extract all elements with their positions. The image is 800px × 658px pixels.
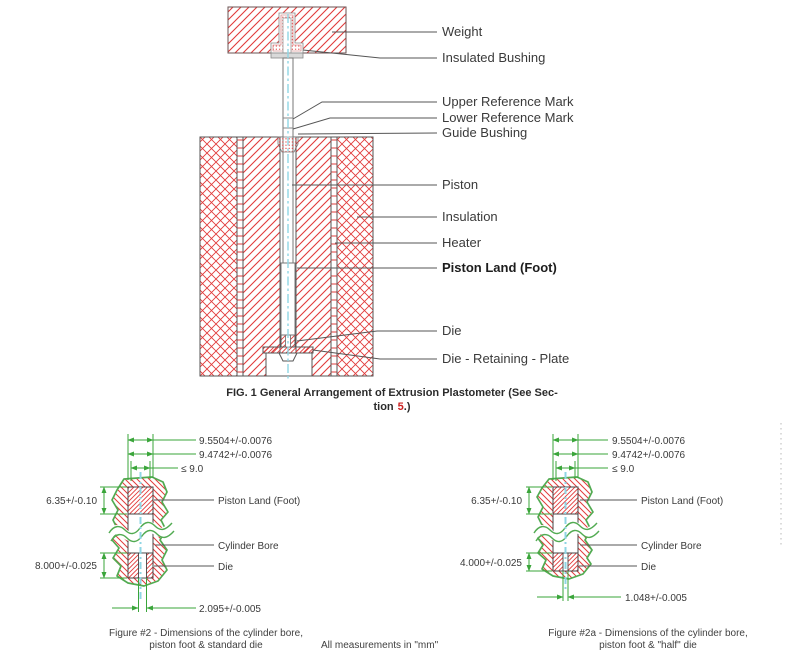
- fig2-caption-line2: piston foot & standard die: [149, 640, 263, 651]
- fig2-label-cylinder-bore: Cylinder Bore: [218, 541, 279, 552]
- label-die: Die: [442, 323, 462, 338]
- fig2a-dim-orifice: 1.048+/-0.005: [625, 593, 687, 604]
- fig2-diagram: 9.5504+/-0.0076 9.4742+/-0.0076 ≤ 9.0 6.…: [35, 434, 303, 651]
- fig2-caption-line1: Figure #2 - Dimensions of the cylinder b…: [109, 628, 303, 639]
- fig1-leader-lines: [292, 31, 438, 360]
- fig2-dimension-lines: [100, 434, 196, 612]
- label-insulation: Insulation: [442, 209, 498, 224]
- heater-right: [330, 136, 338, 377]
- fig1-caption-line1: FIG. 1 General Arrangement of Extrusion …: [226, 387, 558, 399]
- fig2a-dimension-lines: [526, 434, 621, 601]
- label-piston-land: Piston Land (Foot): [442, 260, 557, 275]
- fig1-labels: Weight Insulated Bushing Upper Reference…: [442, 24, 574, 366]
- label-piston: Piston: [442, 177, 478, 192]
- fig2-label-piston-land: Piston Land (Foot): [218, 496, 300, 507]
- fig2a-dim-piston: ≤ 9.0: [612, 464, 635, 475]
- fig2-leader-lines: [154, 499, 214, 567]
- break-line-lower: [535, 529, 600, 543]
- fig1-caption-line2: tion 5.): [373, 401, 410, 413]
- label-lower-reference-mark: Lower Reference Mark: [442, 110, 574, 125]
- fig2a-dim-land-height: 6.35+/-0.10: [471, 496, 522, 507]
- fig1-caption-tion: tion: [373, 401, 393, 413]
- fig2a-dim-bore: 9.4742+/-0.0076: [612, 450, 686, 461]
- fig2a-caption-line1: Figure #2a - Dimensions of the cylinder …: [548, 628, 748, 639]
- fig2-dim-land-height: 6.35+/-0.10: [46, 496, 97, 507]
- fig1-section-ref: 5: [398, 401, 404, 413]
- fig2a-label-die: Die: [641, 562, 656, 573]
- bushing-flange: [270, 52, 304, 59]
- rod-slot: [282, 17, 292, 54]
- measurement-units-note: All measurements in "mm": [321, 640, 439, 651]
- fig2a-dim-outer: 9.5504+/-0.0076: [612, 436, 686, 447]
- break-mask: [529, 521, 601, 541]
- label-die-retaining-plate: Die - Retaining - Plate: [442, 351, 569, 366]
- label-weight: Weight: [442, 24, 483, 39]
- fig2-dim-bore: 9.4742+/-0.0076: [199, 450, 273, 461]
- label-upper-reference-mark: Upper Reference Mark: [442, 94, 574, 109]
- label-heater: Heater: [442, 235, 482, 250]
- break-mask: [104, 521, 176, 541]
- cylinder-left: [242, 136, 281, 377]
- fig2a-diagram: 9.5504+/-0.0076 9.4742+/-0.0076 ≤ 9.0 6.…: [460, 434, 748, 651]
- fig2a-leader-lines: [579, 499, 637, 567]
- fig2a-caption-line2: piston foot & "half" die: [599, 640, 697, 651]
- fig2a-label-piston-land: Piston Land (Foot): [641, 496, 723, 507]
- fig2-dim-die-height: 8.000+/-0.025: [35, 561, 97, 572]
- fig2-dim-orifice: 2.095+/-0.005: [199, 604, 261, 615]
- fig2-label-die: Die: [218, 562, 233, 573]
- insulation-left: [199, 136, 238, 377]
- label-guide-bushing: Guide Bushing: [442, 125, 527, 140]
- insulation-right: [336, 136, 374, 377]
- fig2-dim-piston: ≤ 9.0: [181, 464, 204, 475]
- heater-left: [236, 136, 244, 377]
- label-insulated-bushing: Insulated Bushing: [442, 50, 545, 65]
- fig2-dim-outer: 9.5504+/-0.0076: [199, 436, 273, 447]
- fig2a-dim-die-height: 4.000+/-0.025: [460, 558, 522, 569]
- fig1-diagram: Weight Insulated Bushing Upper Reference…: [199, 6, 574, 413]
- die-orifice: [138, 552, 147, 579]
- fig1-caption-end: .): [404, 401, 411, 413]
- fig2a-label-cylinder-bore: Cylinder Bore: [641, 541, 702, 552]
- break-line-lower: [110, 529, 175, 543]
